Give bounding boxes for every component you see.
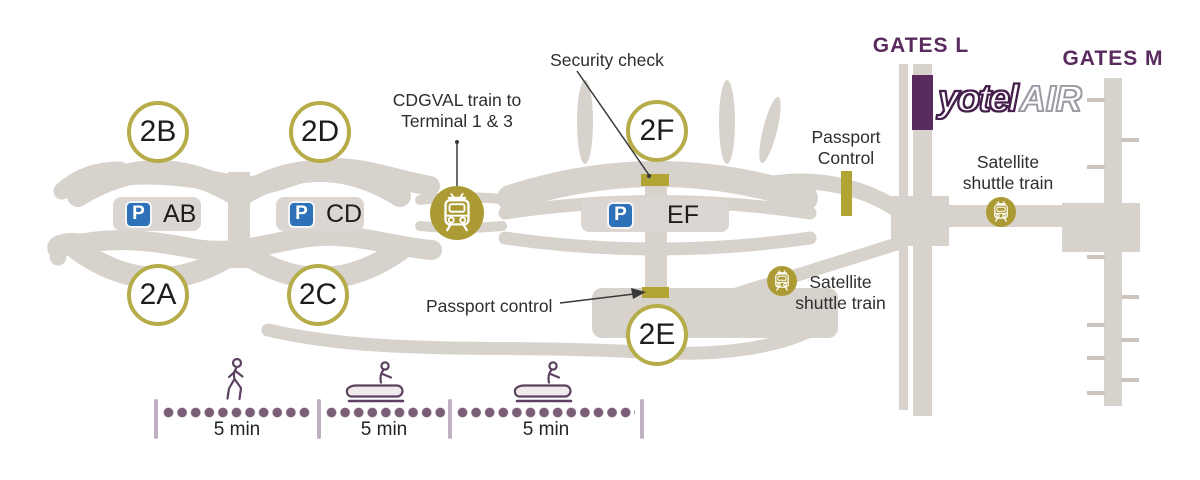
walking-person-icon [226, 357, 244, 401]
terminal-2c-marker: 2C [287, 264, 349, 326]
passport-control-gates-bar [841, 171, 852, 216]
legend-divider [640, 399, 644, 439]
parking-sign-ef: P EF [581, 198, 729, 232]
moving-walkway-icon [345, 361, 405, 403]
gates-l-label: GATES L [872, 34, 970, 57]
terminal-2f-marker: 2F [626, 100, 688, 162]
air-logo-text: AIR [1019, 77, 1083, 120]
parking-code: EF [667, 200, 699, 229]
terminal-2a-marker: 2A [127, 264, 189, 326]
leader-lines [455, 70, 652, 304]
terminal-2d-marker: 2D [289, 101, 351, 163]
satellite-shuttle-2e-label: Satellite shuttle train [795, 272, 886, 314]
yotel-logo-text: yotel [937, 77, 1020, 121]
passport-control-2e-label: Passport control [426, 296, 553, 316]
satellite-shuttle-gates-label: Satellite shuttle train [962, 152, 1054, 194]
terminal-2b-marker: 2B [127, 101, 189, 163]
yotel-air-logo: yotel AIR [937, 77, 1083, 121]
passport-control-2e-bar [642, 287, 669, 298]
legend-dotted-line [163, 407, 313, 418]
security-check-label: Security check [550, 50, 664, 70]
parking-icon: P [288, 200, 315, 228]
security-check-bar [641, 174, 669, 186]
yotel-hotel-block [912, 75, 933, 130]
legend-dotted-line [326, 407, 448, 418]
parking-code: AB [163, 199, 197, 228]
legend-duration: 5 min [213, 419, 261, 440]
legend-dotted-line [457, 407, 635, 418]
legend-divider [448, 399, 452, 439]
gate-ticks [1087, 98, 1139, 395]
legend-divider [154, 399, 158, 439]
passport-control-gates-label: Passport Control [811, 127, 881, 169]
terminal-2e-marker: 2E [626, 304, 688, 366]
cdgval-label: CDGVAL train to Terminal 1 & 3 [392, 90, 522, 132]
parking-icon: P [125, 200, 152, 228]
parking-sign-cd: P CD [276, 197, 364, 231]
legend-duration: 5 min [522, 419, 570, 440]
satellite-shuttle-train-icon [986, 197, 1016, 227]
gates-m-label: GATES M [1062, 47, 1164, 70]
parking-sign-ab: P AB [113, 197, 201, 231]
parking-code: CD [326, 199, 363, 228]
parking-icon: P [607, 201, 634, 229]
legend-divider [317, 399, 321, 439]
cdgval-train-icon [430, 186, 484, 240]
legend-duration: 5 min [360, 419, 408, 440]
moving-walkway-icon [513, 361, 573, 403]
satellite-shuttle-train-icon [767, 266, 797, 296]
